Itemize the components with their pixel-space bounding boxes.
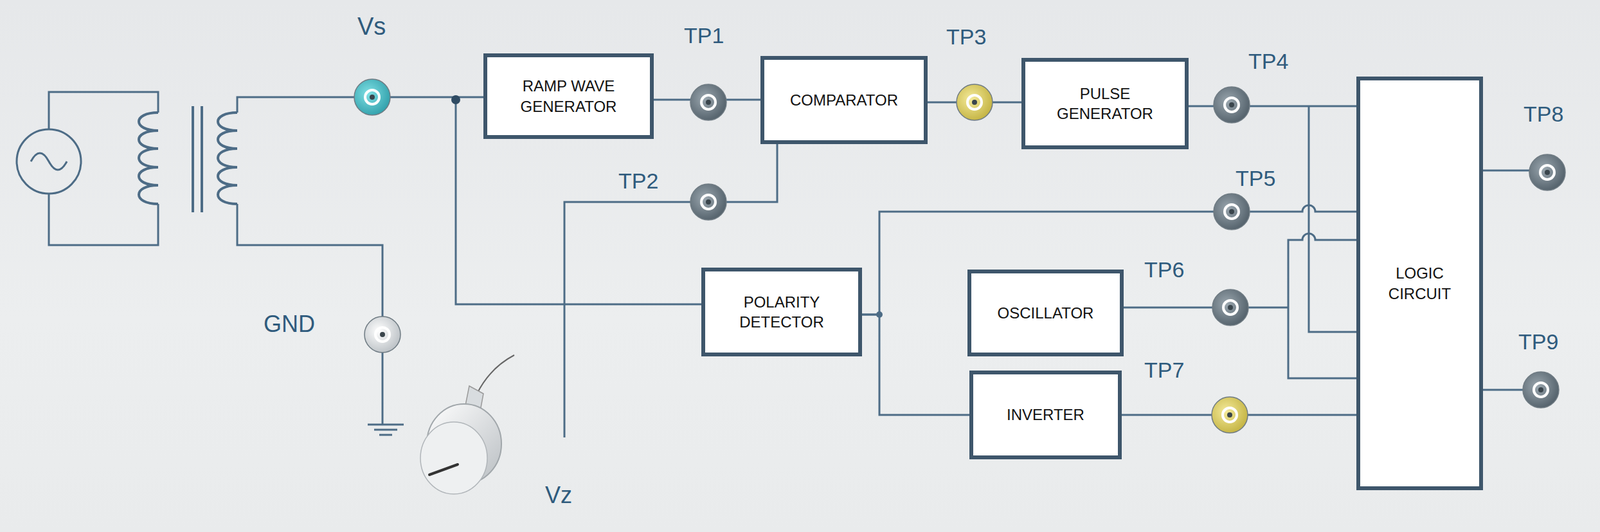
box-label: INVERTER	[1000, 404, 1091, 425]
knob-face	[420, 421, 488, 494]
test-point-label: TP8	[1523, 102, 1564, 125]
terminal-ring	[967, 95, 982, 110]
transformer-core	[200, 106, 204, 213]
junction-dot	[876, 311, 883, 318]
terminal-hole	[1544, 169, 1550, 175]
signal-label: Vs	[357, 14, 386, 39]
terminal-ring	[1223, 300, 1238, 315]
test-point-label: TP1	[683, 24, 724, 47]
test-point-label: TP4	[1248, 50, 1289, 72]
test-point-label: TP6	[1144, 258, 1185, 281]
terminal-ring	[375, 327, 390, 342]
wire	[381, 352, 384, 425]
wire	[48, 91, 159, 130]
terminal-jack	[1529, 154, 1566, 191]
junction-dot	[451, 95, 461, 105]
signal-label: Vz	[545, 483, 573, 507]
wire	[1475, 169, 1530, 172]
signal-wire	[1188, 106, 1357, 332]
signal-label: GND	[263, 312, 315, 336]
terminal-hole	[1229, 102, 1235, 108]
signal-wire	[1123, 233, 1357, 378]
box-label: LOGIC CIRCUIT	[1360, 262, 1480, 303]
box-text-group: PULSE GENERATOR	[1025, 83, 1185, 124]
box-label: PULSE GENERATOR	[1025, 83, 1185, 124]
ground-symbol	[374, 428, 398, 431]
terminal-ring	[365, 89, 380, 105]
box-text-group: COMPARATOR	[783, 89, 905, 110]
terminal-ring	[1533, 382, 1548, 397]
process-box: INVERTER	[969, 370, 1122, 459]
terminal-jack	[1213, 193, 1250, 230]
knob-lead	[476, 354, 515, 394]
box-label: POLARITY DETECTOR	[705, 291, 859, 332]
box-label: RAMP WAVE GENERATOR	[487, 75, 650, 116]
terminal-jack	[364, 316, 401, 353]
process-box: POLARITY DETECTOR	[701, 267, 863, 357]
box-text-group: RAMP WAVE GENERATOR	[487, 75, 650, 116]
terminal-jack	[1522, 371, 1559, 408]
terminal-ring	[701, 95, 716, 110]
terminal-jack	[956, 84, 993, 121]
box-text-group: INVERTER	[1000, 404, 1091, 425]
terminal-jack	[354, 79, 391, 116]
test-point-label: TP3	[946, 25, 987, 48]
test-point-label: TP2	[618, 169, 659, 192]
wire	[237, 203, 383, 317]
test-point-label: TP5	[1235, 167, 1276, 189]
terminal-hole	[369, 94, 375, 100]
test-point-label: TP9	[1518, 330, 1559, 353]
terminal-ring	[1222, 407, 1237, 422]
box-text-group: LOGIC CIRCUIT	[1360, 262, 1480, 303]
terminal-ring	[1224, 204, 1239, 219]
terminal-jack	[690, 183, 727, 220]
box-text-group: POLARITY DETECTOR	[705, 291, 859, 332]
transformer-core	[191, 106, 195, 213]
terminal-ring	[1224, 97, 1239, 112]
test-point-label: TP7	[1144, 358, 1185, 381]
ground-symbol	[367, 423, 404, 426]
box-text-group: OSCILLATOR	[991, 302, 1101, 323]
process-box: OSCILLATOR	[967, 269, 1124, 357]
primary-coil	[138, 112, 159, 204]
terminal-jack	[1213, 86, 1250, 123]
terminal-hole	[1227, 304, 1233, 310]
wire	[48, 193, 159, 245]
box-label: OSCILLATOR	[991, 302, 1101, 323]
process-box: RAMP WAVE GENERATOR	[483, 53, 654, 139]
sine-symbol	[30, 152, 67, 170]
process-box: PULSE GENERATOR	[1021, 57, 1189, 150]
ground-symbol	[379, 433, 393, 436]
terminal-hole	[971, 99, 978, 105]
terminal-hole	[1538, 386, 1544, 393]
terminal-hole	[379, 331, 386, 337]
ac-source	[16, 129, 81, 194]
terminal-hole	[1229, 208, 1235, 215]
terminal-jack	[690, 84, 727, 121]
terminal-hole	[705, 199, 711, 205]
box-label: COMPARATOR	[783, 89, 905, 110]
signal-wire	[862, 314, 970, 415]
knob-pointer	[429, 464, 458, 475]
potentiometer-knob	[420, 385, 502, 494]
terminal-hole	[705, 99, 711, 105]
process-box: LOGIC CIRCUIT	[1356, 76, 1484, 490]
secondary-coil	[217, 112, 238, 204]
terminal-ring	[701, 194, 716, 209]
terminal-ring	[1540, 165, 1555, 180]
terminal-jack	[1211, 396, 1248, 433]
terminal-hole	[1227, 412, 1233, 418]
process-box: COMPARATOR	[760, 55, 928, 144]
terminal-jack	[1212, 289, 1249, 326]
